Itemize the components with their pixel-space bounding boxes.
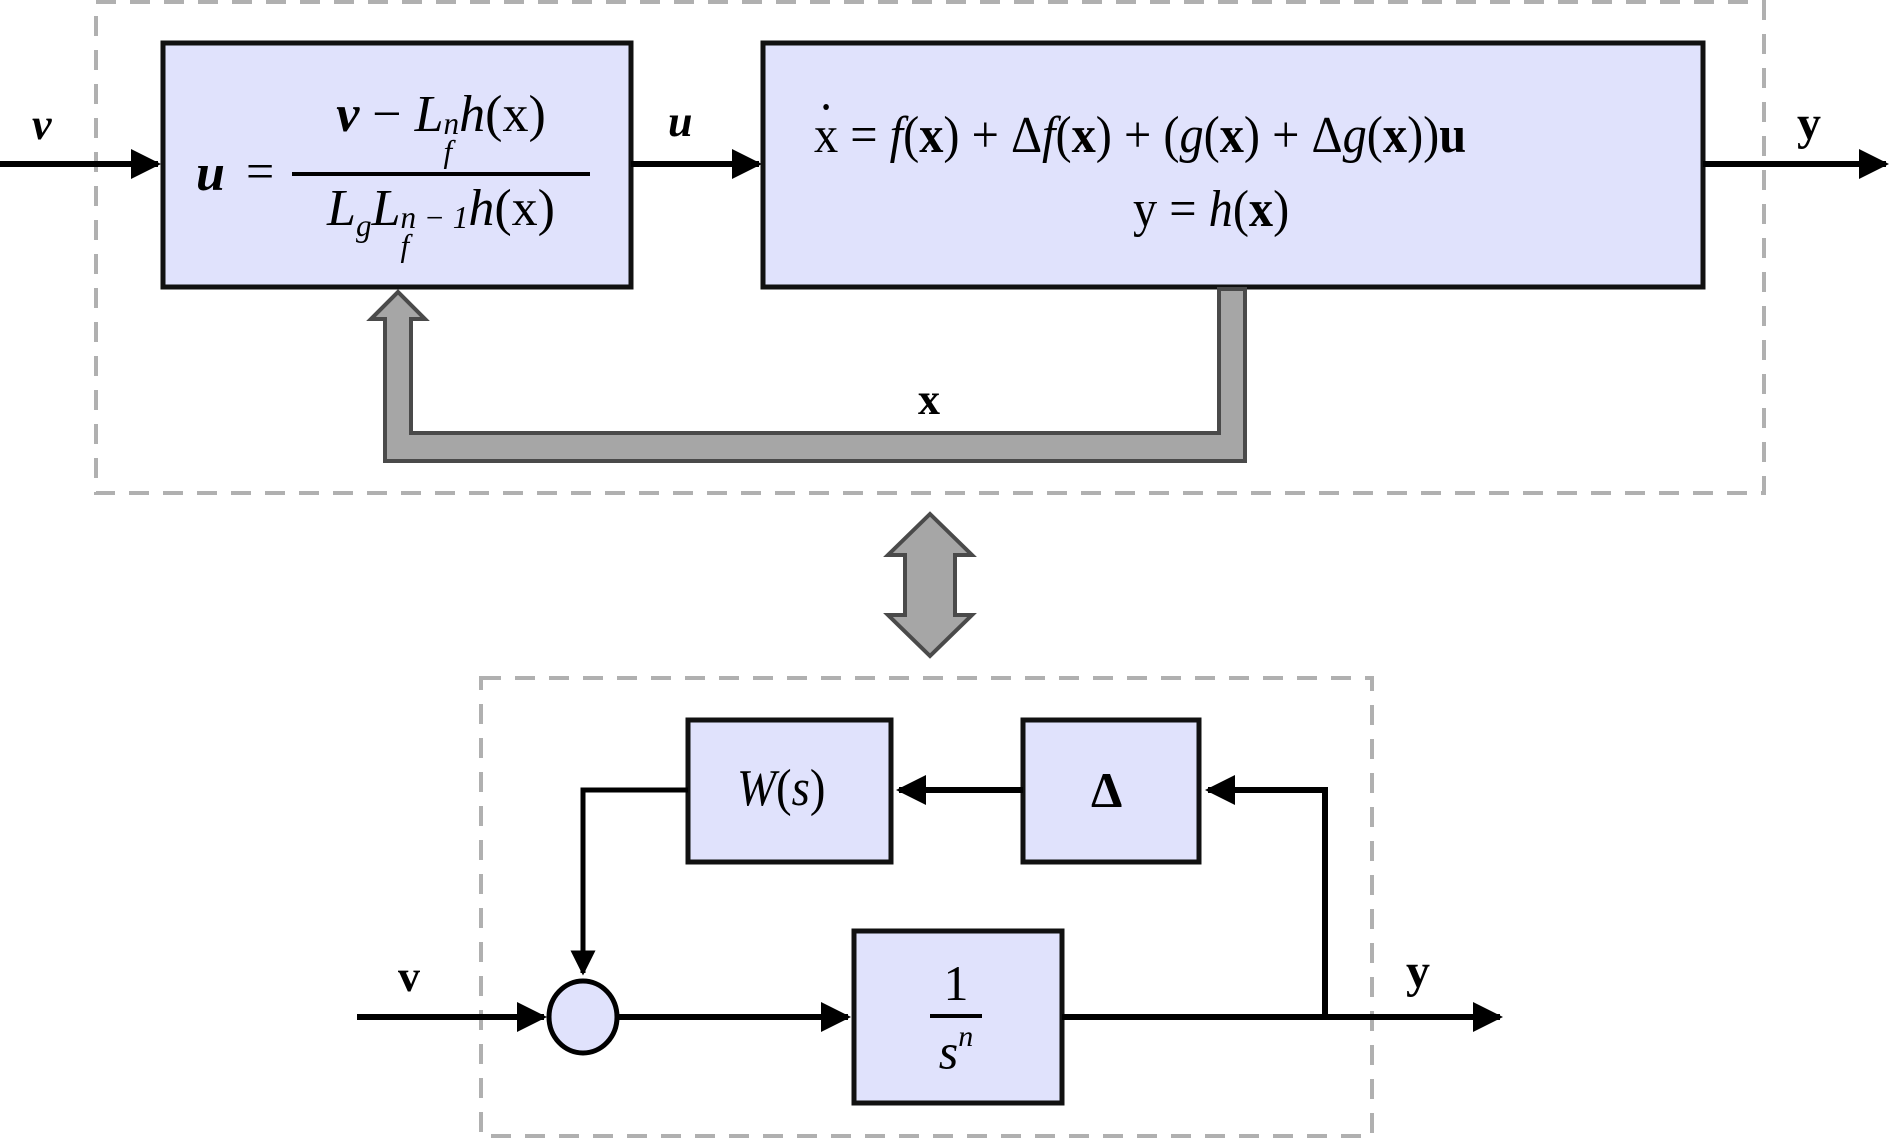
controller-equals: =	[246, 143, 275, 199]
equivalence-double-arrow-icon	[883, 511, 977, 659]
f-symbol: f	[889, 107, 904, 164]
h-symbol: h	[1208, 181, 1233, 238]
x-bold: x	[1248, 181, 1274, 238]
controller-block	[160, 40, 634, 290]
plant-block	[760, 40, 1706, 290]
paren: )	[1243, 107, 1261, 164]
delta-block-label: Δ	[1091, 762, 1123, 818]
paren: (	[1366, 107, 1383, 164]
state-feedback-arrow	[366, 287, 1247, 463]
n-exponent: n	[958, 1020, 974, 1053]
plus-delta: + Δ	[959, 107, 1043, 164]
W-symbol: W	[737, 760, 776, 817]
s-symbol: s	[938, 1023, 959, 1080]
den-Lg-sub: g	[355, 208, 372, 244]
x-bold: x	[1219, 107, 1244, 164]
num-L: L	[414, 86, 444, 143]
integrator-denominator: sn	[939, 1022, 973, 1077]
control-signal-label: u	[668, 97, 693, 146]
num-L-sup: n	[443, 106, 460, 142]
controller-lhs: u	[196, 145, 225, 202]
x-bold: x	[919, 107, 944, 164]
feedback-state-label: x	[918, 375, 940, 424]
paren: ))	[1407, 107, 1440, 164]
delta-g-symbol: g	[1342, 107, 1367, 164]
num-h: h	[459, 86, 486, 143]
x-bold: x	[1071, 107, 1096, 164]
integrator-fraction-bar	[930, 1014, 982, 1018]
plus-delta: + Δ	[1260, 107, 1343, 164]
bottom-dashed-boundary	[479, 676, 1374, 1138]
plant-state-equation: x = f(x) + Δf(x) + (g(x) + Δg(x))u	[814, 104, 1467, 164]
paren: )	[1095, 107, 1112, 164]
num-v: v	[336, 86, 360, 143]
g-symbol: g	[1179, 107, 1204, 164]
integrator-numerator: 1	[943, 955, 969, 1011]
den-Lg: L	[327, 180, 356, 238]
paren: )	[943, 107, 960, 164]
output-to-delta-path	[1205, 775, 1328, 1017]
paren: (	[1203, 107, 1220, 164]
top-output-label: y	[1797, 97, 1821, 150]
plant-output-equation: y = h(x)	[1133, 184, 1289, 236]
paren: (	[1232, 181, 1249, 238]
x-dot: x	[814, 104, 839, 164]
paren: )	[809, 760, 826, 817]
top-dashed-boundary	[94, 0, 1766, 495]
den-h: h	[468, 180, 495, 238]
s-symbol: s	[791, 760, 810, 817]
bottom-input-label: v	[398, 952, 420, 1001]
bottom-output-label: y	[1406, 945, 1430, 998]
y-symbol: y	[1133, 181, 1158, 238]
eq-sign: =	[838, 107, 890, 164]
x-bold: x	[1382, 107, 1408, 164]
den-Lf-sub: f	[400, 228, 410, 264]
plus-paren: + (	[1111, 107, 1180, 164]
integrator-fraction: 1 sn	[930, 958, 982, 1077]
u-bold: u	[1439, 107, 1467, 164]
eq-sign: =	[1157, 181, 1209, 238]
delta-block	[1020, 717, 1202, 865]
controller-fraction-bar	[292, 172, 590, 177]
paren: (	[775, 760, 792, 817]
num-minus: −	[359, 86, 415, 143]
num-arg: (x)	[485, 86, 546, 143]
den-Lf: L	[371, 180, 401, 238]
den-Lf-sup: n − 1	[400, 200, 469, 236]
w-to-junction-path	[570, 787, 688, 976]
paren: )	[1273, 181, 1290, 238]
top-input-label: v	[32, 100, 52, 149]
w-block-label: W(s)	[737, 763, 825, 815]
paren: (	[903, 107, 920, 164]
w-block	[685, 717, 894, 865]
num-L-sub: f	[443, 134, 453, 170]
den-arg: (x)	[494, 180, 555, 238]
delta-f-symbol: f	[1042, 107, 1056, 164]
paren: (	[1055, 107, 1072, 164]
summing-junction	[546, 978, 620, 1056]
